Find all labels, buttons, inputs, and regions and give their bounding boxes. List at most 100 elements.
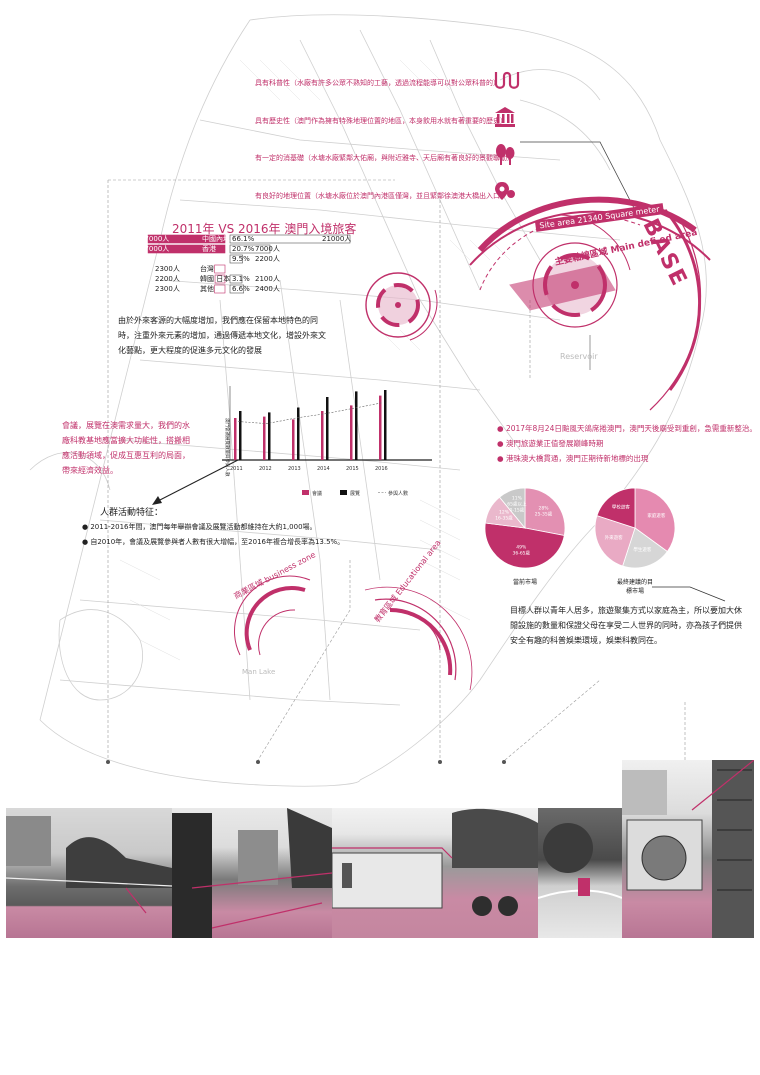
crowd-bullet-1-text: 2011-2016年間，澳門每年舉辦會議及展覽活動都維持在大約1,000場。 (90, 523, 317, 531)
visitor-2016-value: 2200人 (255, 255, 280, 263)
visitor-region-label: 香港 (202, 245, 216, 253)
bar-2016 (229, 244, 271, 254)
site-photo-2 (172, 808, 332, 938)
bar-2011 (147, 234, 226, 244)
bar-conference (379, 395, 382, 460)
news-bullet-3-text: 港珠澳大橋貫通，澳門正期待新地標的出現 (505, 454, 649, 463)
bar-exhibition (268, 412, 271, 460)
trees-icon (496, 144, 515, 165)
bullet-dot: ● (497, 424, 506, 433)
city-map-background (29, 14, 707, 787)
bar-exhibition (239, 411, 242, 460)
bar-2016 (229, 284, 245, 294)
bullet-dot: ● (497, 454, 506, 463)
bar-exhibition (355, 391, 358, 460)
bar-conference (292, 419, 295, 460)
bar-2016 (229, 254, 243, 264)
photo-5-overlay (622, 760, 754, 938)
intro-line-2: 具有歷史性（澳門作為擁有特殊地理位置的地區，本身飲用水就有著重要的歷史） (255, 117, 507, 125)
reservoir-label: Reservoir (560, 352, 598, 361)
visitor-percent: 3.1% (232, 275, 250, 283)
photo-3-overlay (332, 808, 538, 916)
bar-exhibition (297, 407, 300, 460)
pie-slice-label: 學校遊客 (612, 504, 630, 511)
visitor-percent: 9.5% (232, 255, 250, 263)
bar-exhibition (326, 397, 329, 460)
pie-current-title: 當前市場 (512, 579, 537, 586)
photo-4-overlay (538, 823, 622, 899)
y-axis-label: 澳門會議展覽數量與參與人數 (224, 418, 231, 477)
year-tick: 2016 (375, 466, 388, 472)
pie-slice (498, 487, 526, 530)
legend-swatch (340, 490, 347, 495)
zone-arcs (234, 575, 473, 691)
pie-slice (634, 487, 676, 553)
legend-label: 展覽 (350, 490, 360, 497)
photo-2-overlay (172, 808, 332, 938)
photo-1-overlay (6, 816, 172, 914)
pie-slice (524, 487, 566, 536)
intro-line-1: 具有科普性（水廠有許多公眾不熟知的工藝，透過流程能導可以對公眾科普的） (255, 79, 500, 87)
pie-slice-label: 65歲以上 (507, 500, 527, 507)
visitor-2016-value: 21000人 (322, 235, 352, 243)
year-tick: 2014 (317, 466, 330, 472)
pie-slice-label: 49% (516, 545, 527, 551)
history-building-icon (495, 107, 515, 127)
pie-slice-label: 28% (538, 506, 549, 512)
visitor-2011-value: 17000人 (140, 245, 170, 253)
crowd-title: 人群活動特征： (100, 508, 164, 518)
year-tick: 2012 (259, 466, 272, 472)
bar-2011 (147, 244, 226, 254)
visitor-2011-value: 17000人 (140, 235, 170, 243)
visitor-region-label: 台灣 (200, 265, 214, 273)
visitor-2011-value: 2200人 (155, 275, 180, 283)
site-photo-3 (332, 808, 538, 938)
intro-line-4: 有良好的地理位置（水塘水廠位於澳門內港區僅灣，並且緊鄰徐澳港大橋出入口） (255, 192, 507, 200)
pie-slice-label: 家庭遊客 (647, 512, 665, 519)
pie-slice-label: 學生遊客 (633, 546, 651, 553)
location-pin-icon (495, 182, 515, 200)
pie-slice-label: 外來遊客 (605, 534, 623, 541)
paragraph-conference: 會議，展覽在澳需求量大，我們的水廠科教基地應當擴大功能性，搭搬相應活動領域，促成… (62, 421, 190, 475)
chart-title: 2011年 VS 2016年 澳門入境旅客 (172, 222, 357, 236)
year-tick: 2015 (346, 466, 359, 472)
pie-slice (594, 515, 636, 567)
pie-slice-label: 0-15歲 (510, 506, 525, 513)
crowd-bullet-1: ● 2011-2016年間，澳門每年舉辦會議及展覽活動都維持在大約1,000場。 (82, 522, 317, 532)
bar-exhibition (384, 390, 387, 460)
intro-connector-line (520, 141, 636, 211)
visitor-percent: 66.1% (232, 235, 255, 243)
bullet-dot: ● (82, 538, 91, 546)
bar-conference (350, 405, 353, 460)
year-tick: 2013 (288, 466, 301, 472)
paragraph-diversity: 由於外來客源的大幅度增加，我們應在保留本地特色的同時，注重外來元素的增加，通過傳… (118, 316, 326, 355)
visitor-2011-value: 2300人 (155, 265, 180, 273)
visitor-2016-value: 2400人 (255, 285, 280, 293)
news-bullet-2: ● 澳門旅遊業正值發展巔峰時期 (497, 438, 603, 449)
paragraph-target-group: 目標人群以青年人居多，旅遊聚集方式以家庭為主，所以要加大休閒設施的數量和保證父母… (510, 606, 742, 645)
pie-slice (484, 522, 565, 569)
visitor-2011-value: 2300人 (155, 285, 180, 293)
pie-slice (622, 527, 668, 569)
visitor-2016-value: 7000人 (255, 245, 280, 253)
bar-2011 (214, 274, 226, 284)
arrow-pointer (152, 459, 239, 505)
legend-label: 會議 (312, 490, 322, 497)
visitor-percent: 20.7% (232, 245, 255, 253)
lake-label: Man Lake (242, 668, 276, 676)
pie-slice-label: 11% (512, 495, 523, 501)
bar-conference (234, 418, 237, 460)
site-area-arcs (469, 196, 711, 411)
bar-2011 (214, 264, 226, 274)
bar-2016 (229, 234, 351, 244)
visitor-region-label: 其他 (200, 285, 214, 293)
bullet-dot: ● (82, 523, 91, 531)
intro-line-3: 有一定的消基礎（水塘水廠緊鄰大佑廟，與附近雅寺、天后廟有著良好的景觀聯動） (255, 154, 514, 162)
bullet-dot: ● (497, 439, 506, 448)
news-bullet-2-text: 澳門旅遊業正值發展巔峰時期 (505, 439, 604, 448)
pie-slice (596, 487, 636, 529)
science-icon (494, 71, 520, 89)
visitor-percent: 6.6% (232, 285, 250, 293)
